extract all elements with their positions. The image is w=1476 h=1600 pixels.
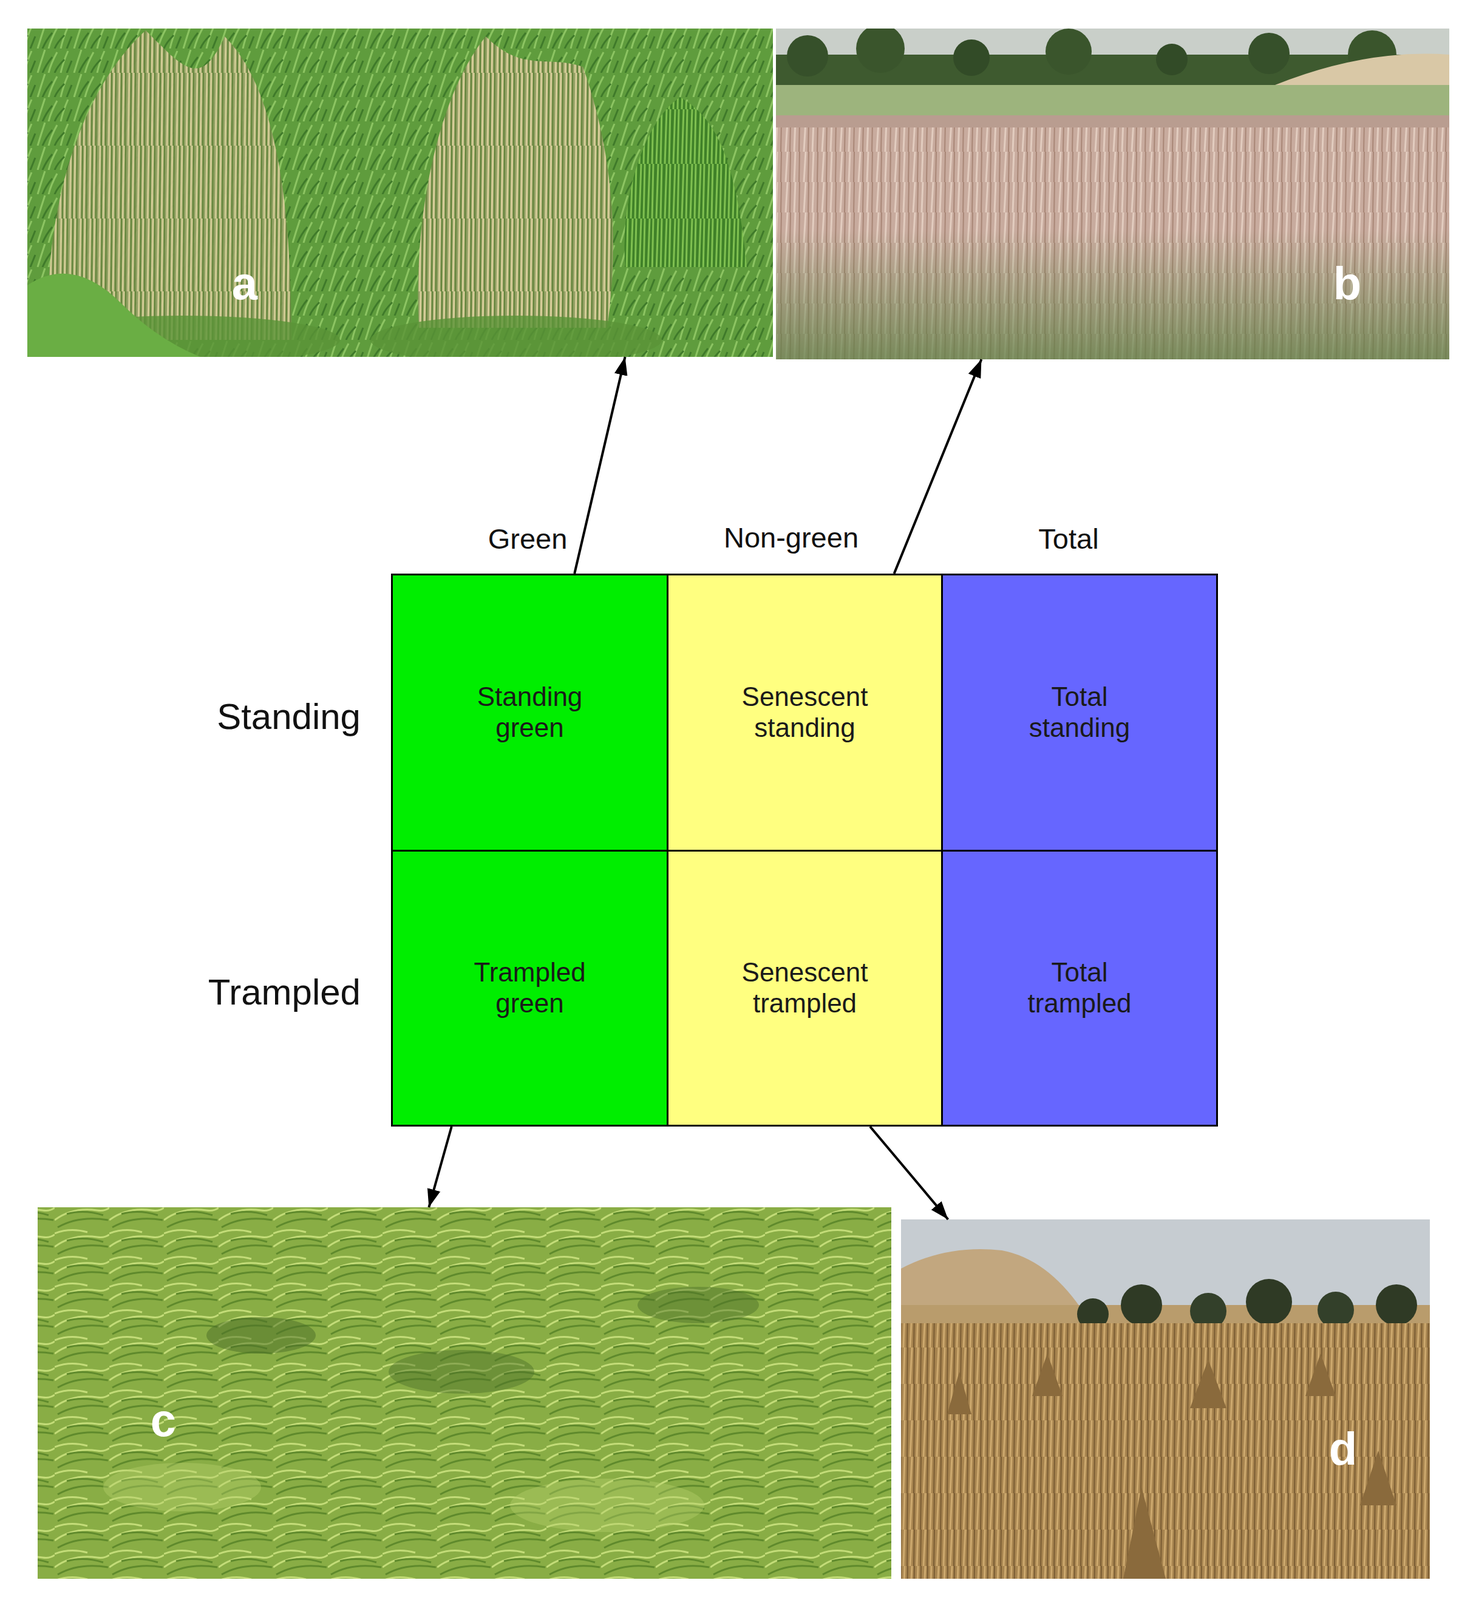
cell-text: Senescent trampled xyxy=(723,957,888,1019)
panel-letter: d xyxy=(1329,1426,1357,1473)
photo-panel: b xyxy=(775,28,1450,360)
cell-text: Senescent standing xyxy=(723,681,888,744)
photo-panel: a xyxy=(27,28,773,358)
panel-letter: b xyxy=(1333,260,1362,307)
label-holder: Standing xyxy=(213,694,365,739)
photo-panel: d xyxy=(901,1219,1430,1580)
table-cell: Senescent trampled xyxy=(666,850,943,1127)
row-header: Trampled xyxy=(204,970,365,1015)
row-header: Standing xyxy=(213,694,365,739)
cell-text: Standing green xyxy=(448,681,613,744)
table-cell: Standing green xyxy=(391,573,669,852)
photo-panel: c xyxy=(37,1207,892,1580)
table-cell: Total trampled xyxy=(941,850,1218,1127)
cell-text: Total standing xyxy=(997,681,1162,744)
arrow-connector xyxy=(894,359,982,574)
table-cell: Total standing xyxy=(941,573,1218,852)
label-holder: Total xyxy=(1034,521,1102,557)
arrow-connector xyxy=(870,1126,949,1220)
table-cell: Trampled green xyxy=(391,850,669,1127)
column-header: Non-green xyxy=(720,520,863,556)
label-holder: Trampled xyxy=(204,970,365,1015)
panel-letter: c xyxy=(150,1397,177,1444)
table-cell: Senescent standing xyxy=(666,573,943,852)
arrow-connector xyxy=(574,357,625,574)
column-header: Total xyxy=(1034,521,1102,557)
column-header: Green xyxy=(484,521,572,557)
arrow-connector xyxy=(428,1126,452,1208)
cell-text: Total trampled xyxy=(997,957,1162,1019)
cell-text: Trampled green xyxy=(448,957,613,1019)
label-holder: Green xyxy=(484,521,572,557)
label-holder: Non-green xyxy=(720,520,863,556)
panel-letter: a xyxy=(231,260,258,307)
